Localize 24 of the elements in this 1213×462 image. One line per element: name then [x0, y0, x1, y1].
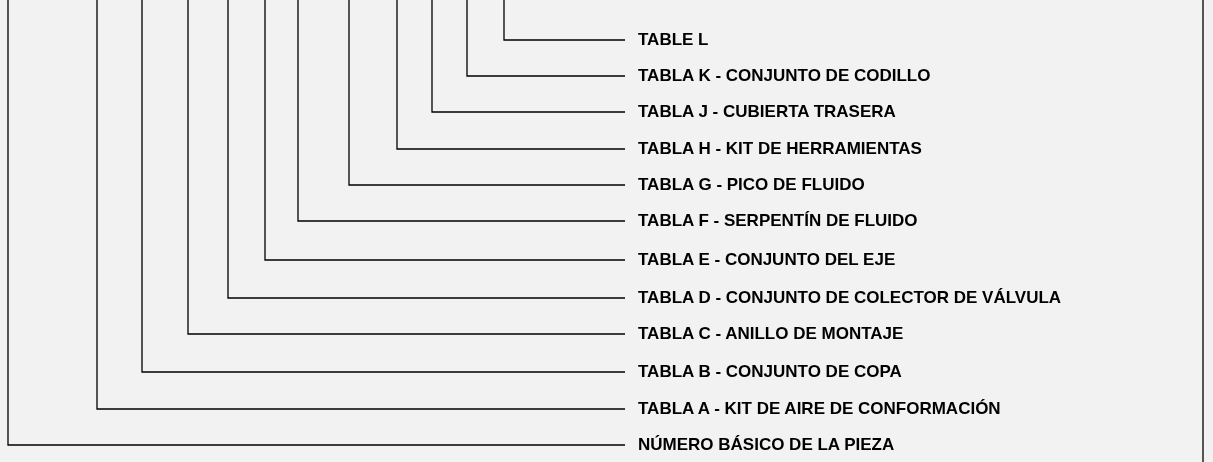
- leader-line: [431, 0, 626, 113]
- table-label: TABLA H - KIT DE HERRAMIENTAS: [638, 139, 922, 159]
- leader-line: [96, 0, 626, 410]
- table-label: TABLA G - PICO DE FLUIDO: [638, 175, 865, 195]
- table-label: TABLA J - CUBIERTA TRASERA: [638, 102, 896, 122]
- table-label: NÚMERO BÁSICO DE LA PIEZA: [638, 435, 895, 455]
- leader-line: [396, 0, 626, 150]
- leader-line: [466, 0, 626, 77]
- leader-line: [227, 0, 626, 299]
- table-label: TABLA K - CONJUNTO DE CODILLO: [638, 66, 931, 86]
- leader-line: [503, 0, 626, 41]
- leader-line: [187, 0, 626, 335]
- table-label: TABLE L: [638, 30, 709, 50]
- table-label: TABLA F - SERPENTÍN DE FLUIDO: [638, 211, 918, 231]
- leader-line: [141, 0, 626, 373]
- leader-line: [264, 0, 626, 261]
- leader-line: [348, 0, 626, 186]
- table-label: TABLA C - ANILLO DE MONTAJE: [638, 324, 904, 344]
- table-label: TABLA A - KIT DE AIRE DE CONFORMACIÓN: [638, 399, 1001, 419]
- table-label: TABLA E - CONJUNTO DEL EJE: [638, 250, 896, 270]
- table-label: TABLA B - CONJUNTO DE COPA: [638, 362, 902, 382]
- leader-line: [7, 0, 626, 446]
- table-label: TABLA D - CONJUNTO DE COLECTOR DE VÁLVULA: [638, 288, 1062, 308]
- leader-line: [297, 0, 626, 222]
